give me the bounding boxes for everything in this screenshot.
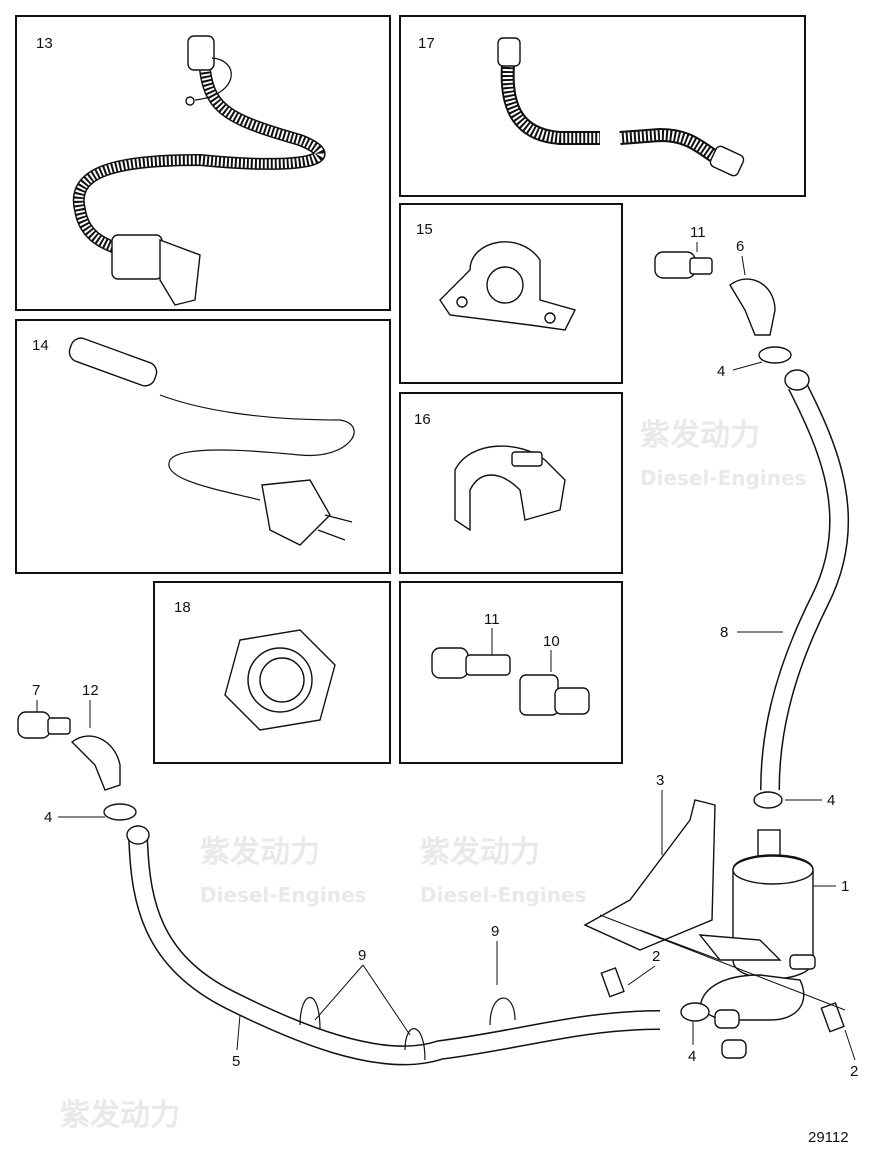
svg-text:17: 17 [418, 35, 435, 52]
svg-text:Diesel-Engines: Diesel-Engines [640, 466, 806, 490]
svg-text:8: 8 [720, 624, 728, 641]
inset-box-17: 17 [399, 15, 806, 197]
svg-text:9: 9 [491, 923, 499, 940]
inset-box-18: 18 [153, 581, 391, 764]
inset-box-15: 15 [399, 203, 623, 384]
svg-text:2: 2 [652, 948, 660, 965]
svg-text:7: 7 [32, 682, 40, 699]
svg-text:3: 3 [656, 772, 664, 789]
drawing-number: 29112 [808, 1129, 849, 1146]
watermark: 紫发动力 Diesel-Engines 紫发动力 Diesel-Engines … [60, 418, 806, 1133]
svg-text:Diesel-Engines: Diesel-Engines [200, 883, 366, 907]
inset-box-14: 14 [15, 319, 391, 574]
svg-text:5: 5 [232, 1053, 240, 1070]
svg-text:Diesel-Engines: Diesel-Engines [420, 883, 586, 907]
svg-text:15: 15 [416, 221, 433, 238]
svg-text:18: 18 [174, 599, 191, 616]
inset-box-13: 13 [15, 15, 391, 311]
svg-text:4: 4 [717, 363, 725, 380]
svg-text:紫发动力: 紫发动力 [200, 835, 320, 870]
hose-8 [760, 380, 850, 791]
svg-text:11: 11 [484, 611, 500, 628]
callouts: 11 6 4 8 4 1 3 2 2 4 9 9 5 7 12 4 [32, 224, 858, 1080]
filter-assembly [583, 791, 846, 1059]
svg-text:6: 6 [736, 238, 744, 255]
svg-text:4: 4 [688, 1048, 696, 1065]
connector-11-6-top [654, 251, 810, 391]
svg-text:1: 1 [841, 878, 849, 895]
svg-text:4: 4 [44, 809, 52, 826]
svg-text:紫发动力: 紫发动力 [420, 835, 540, 870]
svg-text:2: 2 [850, 1063, 858, 1080]
inset-box-16: 16 [399, 392, 623, 574]
inset-box-11-10: 11 10 [399, 581, 623, 764]
svg-text:10: 10 [543, 633, 560, 650]
hose-5 [128, 834, 661, 1066]
svg-text:11: 11 [690, 224, 706, 241]
svg-text:4: 4 [827, 792, 835, 809]
svg-text:12: 12 [82, 682, 99, 699]
connector-7-12 [17, 711, 150, 845]
svg-text:13: 13 [36, 35, 53, 52]
svg-text:紫发动力: 紫发动力 [640, 418, 760, 453]
svg-text:9: 9 [358, 947, 366, 964]
svg-text:紫发动力: 紫发动力 [60, 1098, 180, 1133]
svg-text:14: 14 [32, 337, 49, 354]
svg-text:16: 16 [414, 411, 431, 428]
